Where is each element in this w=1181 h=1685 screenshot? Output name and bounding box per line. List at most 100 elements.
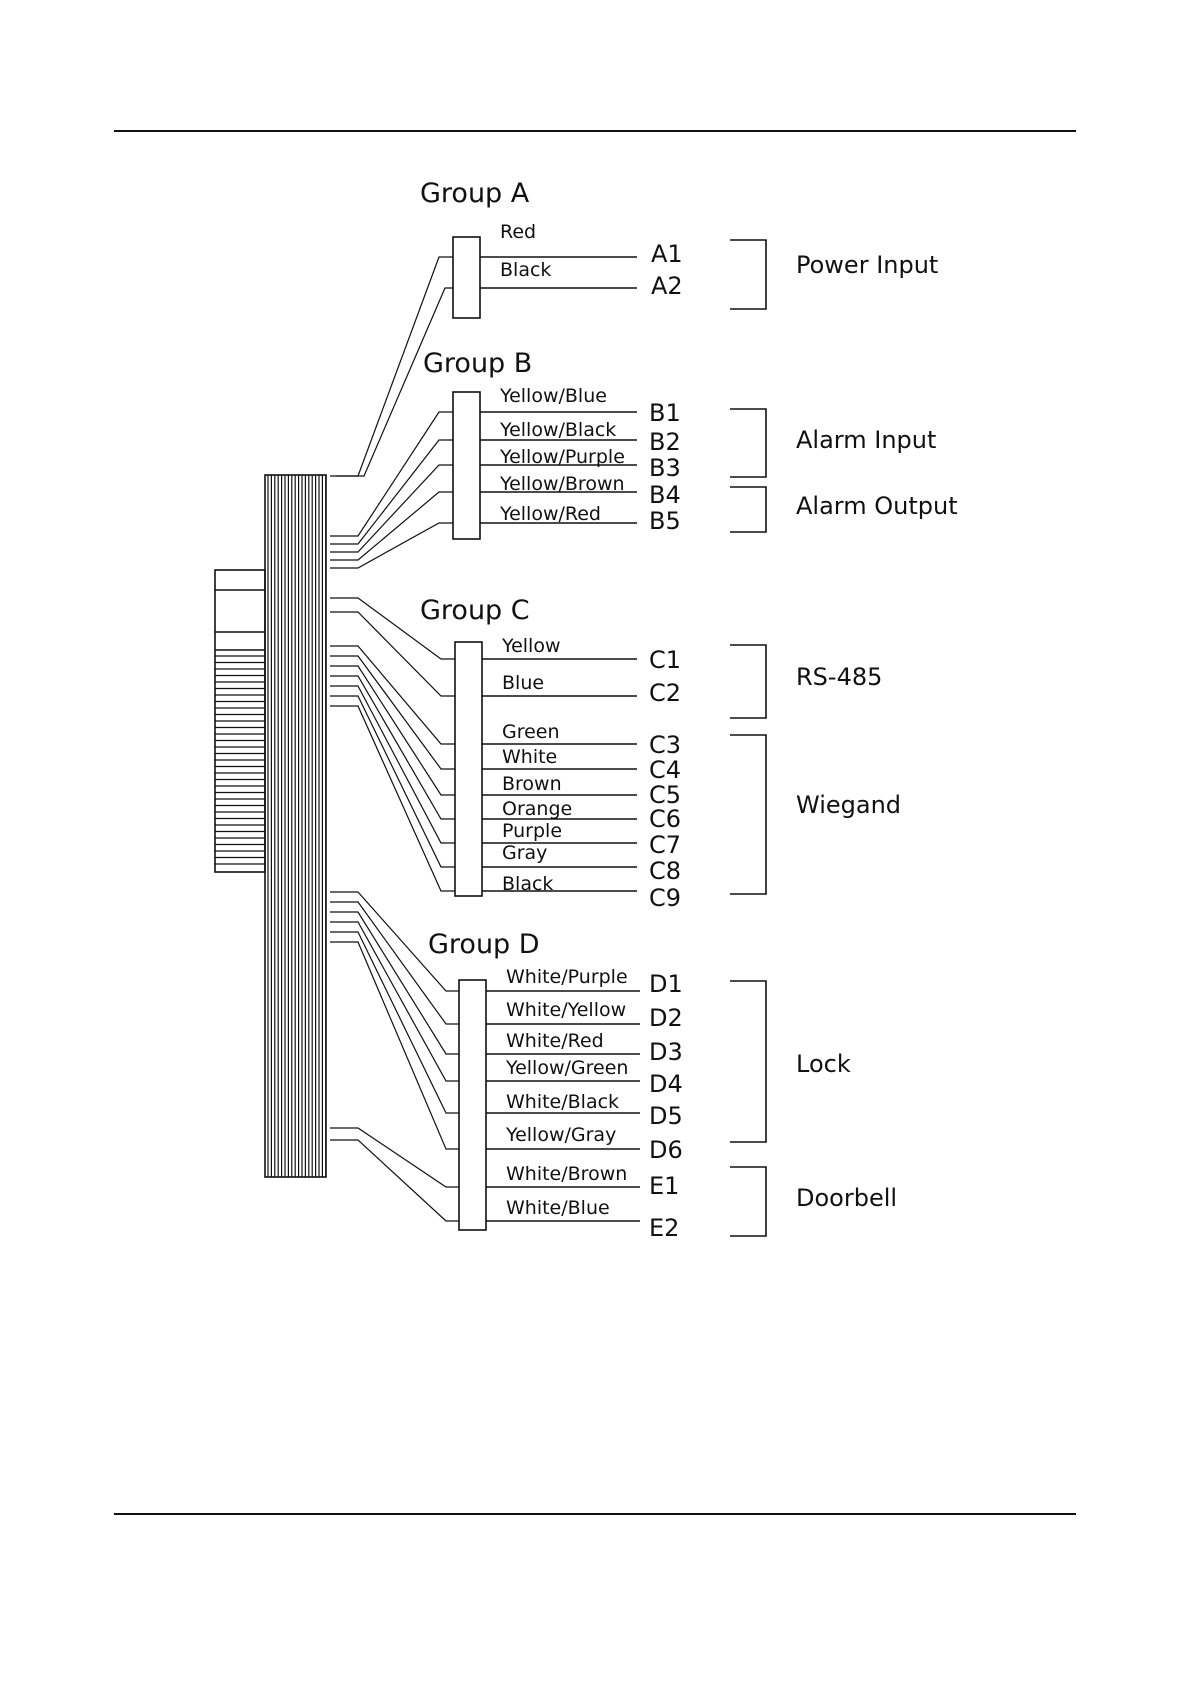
fanout-wire xyxy=(330,911,459,1055)
wire-color-label: Gray xyxy=(502,842,547,864)
fanout-wire xyxy=(330,921,459,1082)
wire-color-label: Yellow/Black xyxy=(499,419,616,441)
bracket xyxy=(730,486,767,533)
wire-color-label: White xyxy=(502,746,557,768)
wire-color-label: Blue xyxy=(502,672,544,694)
fanout-wire xyxy=(330,941,459,1150)
function-label: RS-485 xyxy=(796,663,882,691)
function-rs-485: RS-485 xyxy=(730,644,882,719)
wire-color-label: Yellow/Red xyxy=(499,503,601,525)
wire-color-label: White/Black xyxy=(506,1091,619,1113)
pin-label: C2 xyxy=(649,679,681,707)
wire-color-label: Red xyxy=(500,221,536,243)
device-side-ribs xyxy=(215,655,265,865)
wire-color-label: Yellow xyxy=(501,635,561,657)
bracket xyxy=(730,644,767,719)
fanout-wire xyxy=(330,1139,459,1222)
pin-label: A2 xyxy=(651,272,683,300)
pin-label: D3 xyxy=(649,1038,683,1066)
bracket xyxy=(730,734,767,895)
fanout-wire xyxy=(330,695,455,868)
function-power-input: Power Input xyxy=(730,239,938,310)
bracket xyxy=(730,980,767,1143)
fanout-wire xyxy=(330,891,459,992)
pin-label: D2 xyxy=(649,1004,683,1032)
pin-label: C6 xyxy=(649,805,681,833)
function-doorbell: Doorbell xyxy=(730,1166,897,1237)
function-alarm-output: Alarm Output xyxy=(730,486,958,533)
pin-label: C8 xyxy=(649,857,681,885)
wire-color-label: Green xyxy=(502,721,560,743)
function-label: Power Input xyxy=(796,251,938,279)
wire-color-label: Black xyxy=(500,259,551,281)
pin-label: B5 xyxy=(649,507,681,535)
wire-c5: Brown C5 xyxy=(330,665,681,809)
wire-color-label: White/Brown xyxy=(506,1163,627,1185)
function-wiegand: Wiegand xyxy=(730,734,901,895)
pin-label: C5 xyxy=(649,781,681,809)
pin-label: D5 xyxy=(649,1102,683,1130)
wire-color-label: White/Yellow xyxy=(506,999,626,1021)
fanout-wire xyxy=(330,655,455,770)
fanout-wire xyxy=(330,685,455,844)
pin-label: D6 xyxy=(649,1136,683,1164)
connector-block xyxy=(452,236,481,319)
pin-label: C4 xyxy=(649,756,681,784)
connector-block xyxy=(452,391,481,540)
connector-block xyxy=(458,979,487,1231)
pin-label: A1 xyxy=(651,240,683,268)
wire-color-label: White/Red xyxy=(506,1030,604,1052)
group-title: Group D xyxy=(428,929,540,960)
wire-d1: White/Purple D1 xyxy=(330,891,683,998)
wire-color-label: Brown xyxy=(502,773,562,795)
bracket xyxy=(730,1166,767,1237)
fanout-wire xyxy=(336,287,453,477)
pin-label: B1 xyxy=(649,399,681,427)
fanout-wire xyxy=(330,611,455,697)
wire-d2: White/Yellow D2 xyxy=(330,901,683,1032)
function-label: Alarm Output xyxy=(796,492,958,520)
fanout-wire xyxy=(330,931,459,1114)
fanout-wire xyxy=(330,675,455,820)
bracket xyxy=(730,408,767,478)
wire-color-label: Yellow/Blue xyxy=(499,385,607,407)
pin-label: B3 xyxy=(649,454,681,482)
pin-label: C1 xyxy=(649,646,681,674)
group-title: Group B xyxy=(423,348,532,379)
fanout-wire xyxy=(330,491,453,561)
function-label: Lock xyxy=(796,1050,851,1078)
wire-color-label: Black xyxy=(502,873,553,895)
pin-label: E2 xyxy=(649,1214,679,1242)
fanout-wire xyxy=(330,705,455,892)
pin-label: E1 xyxy=(649,1172,679,1200)
connector-block xyxy=(454,641,483,897)
wire-c4: White C4 xyxy=(330,655,681,784)
wire-b5: Yellow/Red B5 xyxy=(330,503,681,569)
group-title: Group C xyxy=(420,595,530,626)
fanout-wire xyxy=(330,411,453,537)
fanout-wire xyxy=(330,522,453,569)
function-label: Alarm Input xyxy=(796,426,936,454)
pin-label: D1 xyxy=(649,970,683,998)
wire-color-label: White/Purple xyxy=(506,966,628,988)
